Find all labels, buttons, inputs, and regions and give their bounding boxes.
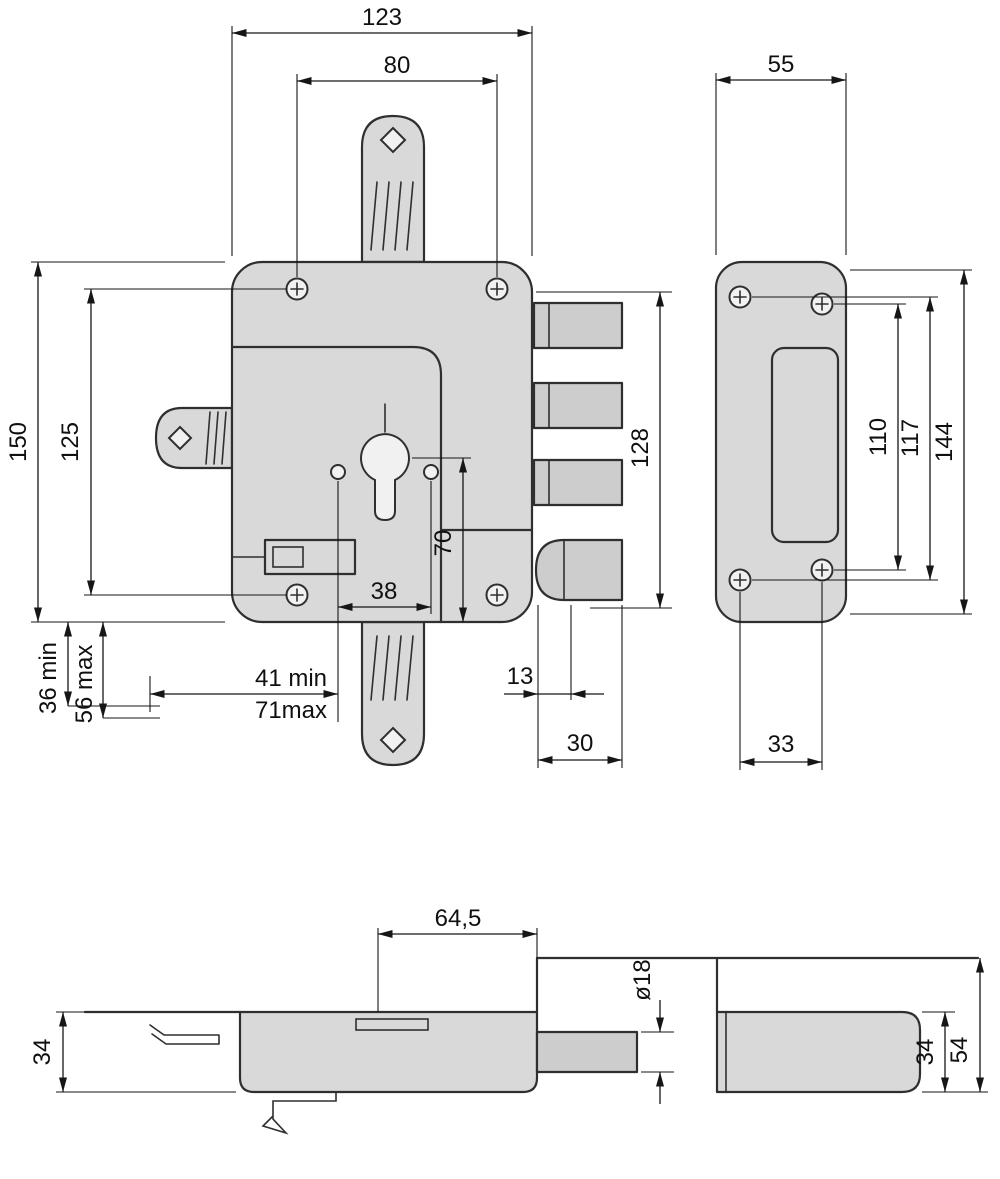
latch-bolt — [534, 538, 624, 602]
dim-label-side-overall-height: 144 — [931, 422, 958, 462]
dim-label-screw-spacing-y: 125 — [57, 422, 84, 462]
spring-hook-plan — [261, 1091, 337, 1135]
bolt-plan — [535, 1030, 639, 1074]
dim-strip-min: 36 min — [35, 622, 160, 714]
dim-cylinder-screw-spacing: 38 — [338, 481, 432, 614]
dim-label-backset-min: 41 min — [255, 665, 327, 692]
deadbolts — [532, 301, 624, 507]
aux-latch-plan — [149, 1024, 220, 1045]
bottom-faceplate-hole — [379, 726, 407, 754]
dim-label-latch-depth: 30 — [567, 730, 594, 757]
dim-bolt-diameter: ø18 — [629, 959, 674, 1104]
dim-label-case-depth: 34 — [29, 1039, 56, 1066]
dim-label-strike-overall: 54 — [946, 1037, 973, 1064]
dim-case-depth: 34 — [29, 1011, 236, 1093]
dim-label-overall-width: 123 — [362, 4, 402, 31]
dim-screw-span-inner: 110 — [834, 303, 906, 571]
dim-label-strip-max: 56 max — [71, 645, 98, 724]
dim-overall-height: 150 — [5, 261, 225, 623]
strike-box-plan — [715, 1010, 922, 1094]
dim-label-case-width: 55 — [768, 51, 795, 78]
dim-label-backset-plan: 64,5 — [435, 905, 482, 932]
body-inner-line — [230, 345, 443, 624]
dim-label-bolt-span: 128 — [627, 428, 654, 468]
dim-label-cylinder-to-bottom: 70 — [430, 530, 457, 557]
dim-screw-span-outer: 117 — [752, 296, 938, 581]
dim-label-overall-height: 150 — [5, 422, 32, 462]
cylinder-screw-left — [330, 464, 346, 480]
dim-label-screw-span-outer: 117 — [897, 419, 924, 457]
dim-overall-width: 123 — [231, 4, 533, 256]
side-latch-housing — [154, 406, 234, 470]
dim-screw-spacing-y: 125 — [57, 288, 287, 596]
side-view — [714, 260, 848, 624]
cylinder-screw-right — [423, 464, 439, 480]
front-view — [154, 114, 624, 767]
dim-label-side-screw-spacing-x: 33 — [768, 731, 795, 758]
deadbolt-slider — [231, 538, 357, 576]
side-recess — [770, 346, 840, 544]
dim-label-screw-spacing-x: 80 — [384, 52, 411, 79]
top-faceplate-hatch — [370, 181, 414, 251]
dim-label-bolt-diameter: ø18 — [629, 959, 656, 1000]
dim-strip-max: 56 max — [71, 622, 160, 723]
cylinder-slot-plan — [355, 1018, 429, 1031]
dim-label-cylinder-screw-spacing: 38 — [371, 578, 398, 605]
case-plan — [238, 1010, 539, 1094]
fixing-holes-side — [728, 285, 834, 592]
side-latch-hole — [167, 425, 193, 451]
bottom-faceplate-hatch — [370, 635, 414, 701]
side-latch-hatch — [205, 411, 227, 465]
jamb-section — [535, 956, 980, 1014]
dim-strike-depth: 34 — [912, 1011, 988, 1093]
dim-strike-overall: 54 — [946, 958, 984, 1092]
top-faceplate-hole — [379, 126, 407, 154]
dim-side-screw-spacing-x: 33 — [739, 582, 823, 770]
dim-side-overall-height: 144 — [850, 269, 972, 615]
dim-latch-depth: 30 — [538, 605, 623, 768]
dim-latch-offset: 13 — [504, 605, 604, 768]
bottom-faceplate — [360, 620, 426, 767]
cylinder-keyhole — [360, 433, 410, 522]
dim-label-strip-min: 36 min — [35, 642, 62, 714]
side-dimensions: 55 110 117 144 33 — [715, 51, 972, 770]
dim-backset-plan: 64,5 — [377, 905, 538, 1012]
dim-cylinder-to-bottom: 70 — [412, 457, 471, 622]
dim-case-width: 55 — [715, 51, 847, 255]
side-case — [714, 260, 848, 624]
dim-label-backset-max: 71max — [255, 697, 327, 724]
top-view — [83, 956, 980, 1135]
dim-bolt-span: 128 — [536, 291, 672, 609]
dim-label-strike-depth: 34 — [912, 1039, 939, 1066]
dim-screw-spacing-x: 80 — [296, 52, 498, 277]
front-dimensions: 123 80 150 125 36 min — [5, 4, 672, 768]
dim-label-latch-offset: 13 — [507, 663, 534, 690]
dim-backset-range: 41 min 71max — [149, 481, 339, 724]
top-dimensions: 64,5 ø18 34 34 54 — [29, 905, 988, 1104]
dim-label-screw-span-inner: 110 — [865, 418, 892, 456]
